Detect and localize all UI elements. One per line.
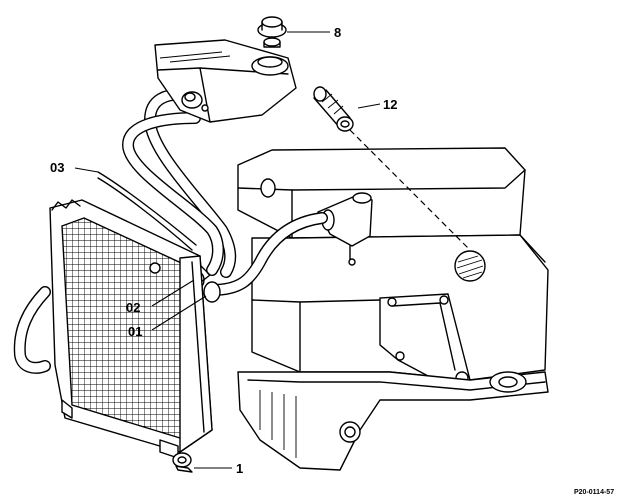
figure-reference: P20-0114-57 xyxy=(574,489,614,496)
expansion-tank xyxy=(154,39,297,123)
callout-12: 12 xyxy=(383,97,397,112)
temperature-sensor xyxy=(313,86,354,132)
callout-1: 1 xyxy=(236,461,243,476)
coolant-hoses xyxy=(13,88,328,374)
oil-sump xyxy=(237,371,549,471)
callout-8: 8 xyxy=(334,25,341,40)
callout-01: 01 xyxy=(128,324,142,339)
overflow-tube xyxy=(97,171,197,246)
thermostat-housing xyxy=(317,192,373,266)
engine-block xyxy=(237,147,549,471)
overflow-tube-edge xyxy=(97,177,193,251)
block-sensor-grill xyxy=(454,250,486,282)
pressure-cap xyxy=(257,16,287,48)
callout-02: 02 xyxy=(126,300,140,315)
leader-lines xyxy=(74,31,381,469)
sensor-locator-line xyxy=(349,129,471,251)
callout-03: 03 xyxy=(50,160,64,175)
radiator xyxy=(49,199,213,473)
